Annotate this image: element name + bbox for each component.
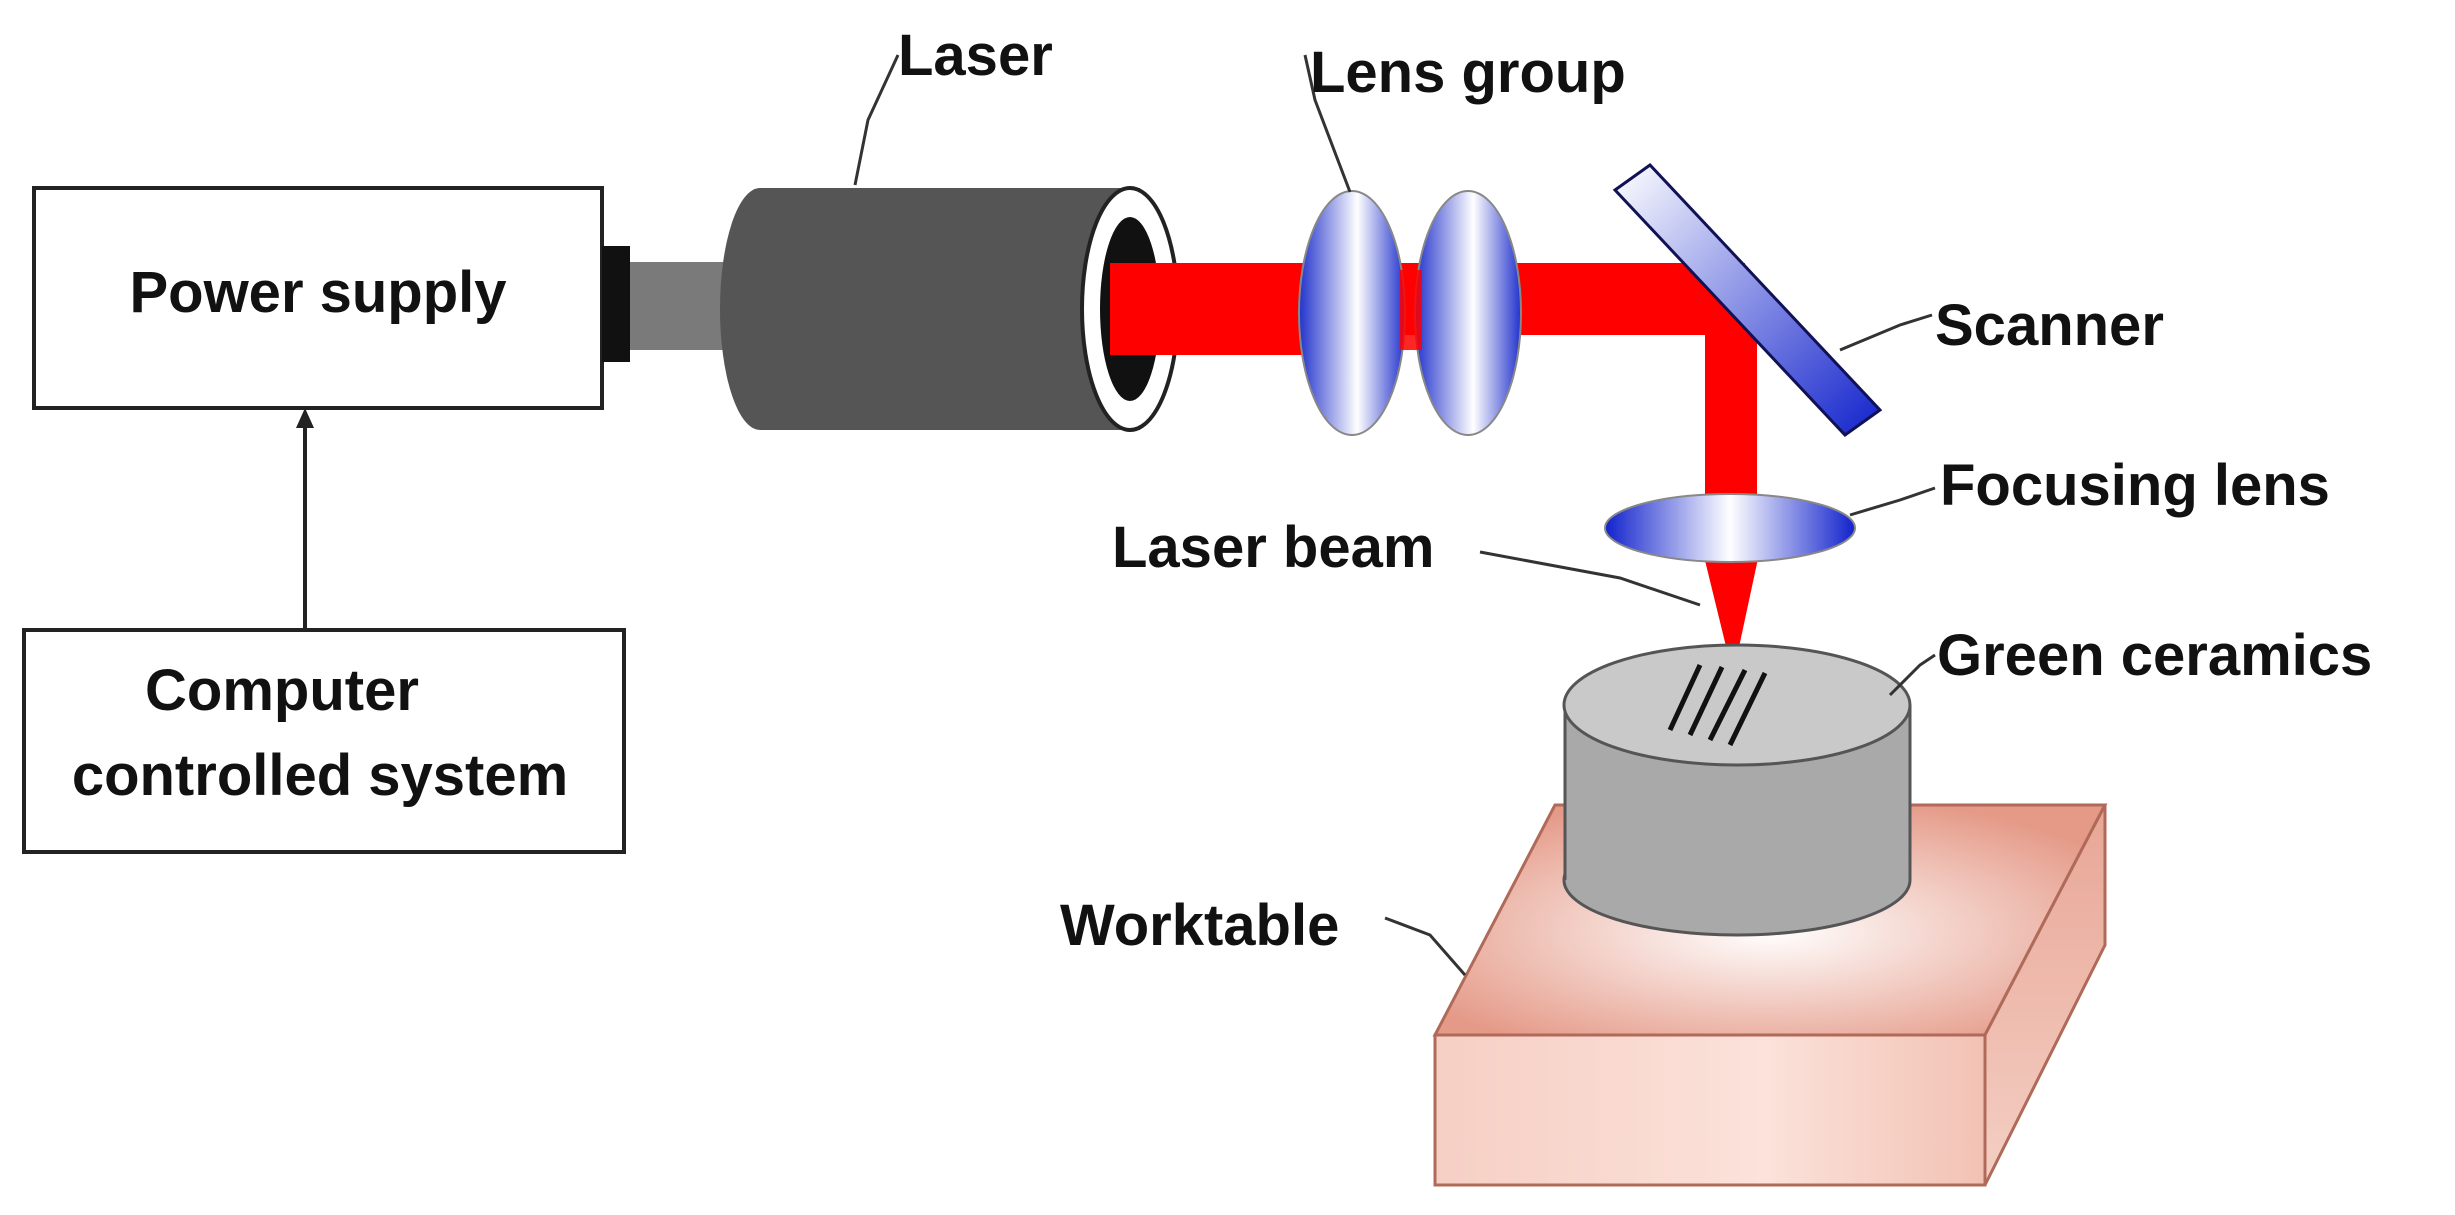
computer-label-line2: controlled system: [72, 743, 568, 808]
control-arrow: [296, 408, 314, 630]
power-supply-box: Power supply: [32, 186, 604, 410]
lens-group-label: Lens group: [1310, 40, 1626, 105]
scanner-mirror: [1612, 163, 1883, 437]
laser-beam-label: Laser beam: [1112, 515, 1434, 580]
green-ceramics-label: Green ceramics: [1937, 623, 2372, 688]
lens-group: [1298, 190, 1522, 436]
focusing-lens: [1604, 493, 1856, 563]
leader-lines: [853, 54, 1936, 976]
green-ceramics: [1562, 643, 1912, 937]
laser-label: Laser: [898, 23, 1053, 88]
scan-marks: [1667, 663, 1768, 747]
laser-body: [720, 186, 1180, 432]
computer-label-line1: Computer: [145, 658, 419, 723]
worktable-label: Worktable: [1060, 893, 1339, 958]
power-supply-label: Power supply: [129, 260, 506, 325]
focusing-lens-label: Focusing lens: [1940, 453, 2330, 518]
laser-beam-path: [1110, 263, 1762, 675]
power-connector: [602, 246, 725, 362]
computer-controlled-system-box: Computer controlled system: [22, 628, 626, 854]
scanner-label: Scanner: [1935, 293, 2164, 358]
